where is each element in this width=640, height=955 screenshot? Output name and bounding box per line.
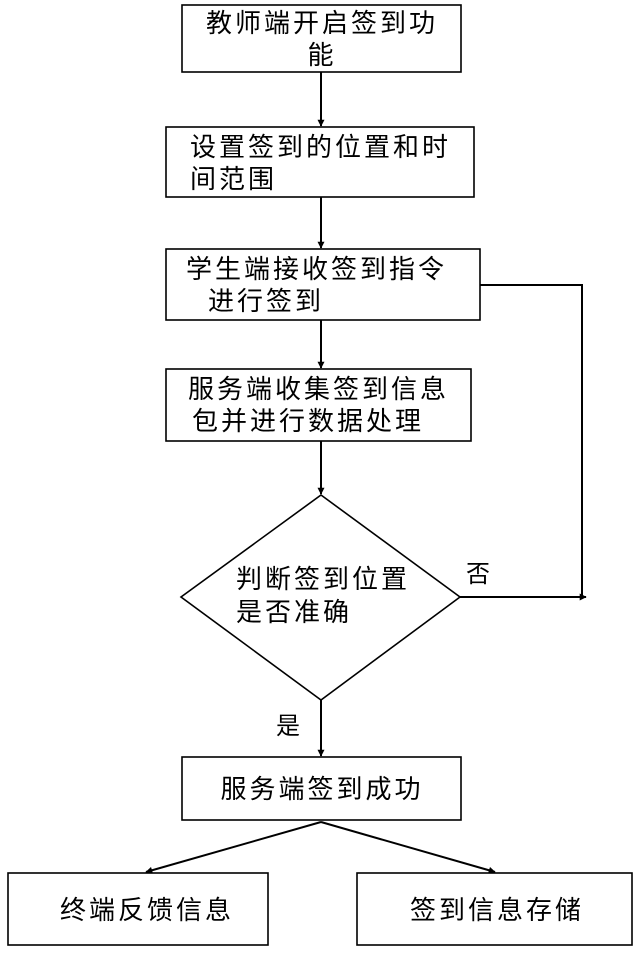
- arrow-server-success-to-terminal-feedback: [145, 821, 322, 874]
- node-set-range-line-2: 间范围: [190, 165, 277, 195]
- node-decision: 判断签到位置 是否准确: [179, 494, 462, 701]
- edge-label-no: 否: [466, 560, 490, 588]
- node-server-success: 服务端签到成功: [181, 756, 462, 821]
- node-start-line-2: 能: [307, 41, 336, 71]
- node-student-checkin-box: [165, 248, 481, 321]
- connector-student-checkin-return: [480, 284, 583, 597]
- node-server-success-box: [181, 756, 462, 821]
- node-terminal-feedback-line-1: 终端反馈信息: [60, 896, 234, 926]
- arrow-server-success-to-info-storage: [320, 821, 496, 874]
- node-start-line-1: 教师端开启签到功: [206, 9, 438, 39]
- node-server-collect: 服务端收集签到信息 包并进行数据处理: [165, 368, 472, 442]
- node-student-checkin-line-1: 学生端接收签到指令: [186, 255, 447, 285]
- node-info-storage: 签到信息存储: [356, 872, 633, 946]
- node-server-success-line-1: 服务端签到成功: [220, 775, 423, 805]
- node-info-storage-line-1: 签到信息存储: [410, 896, 584, 926]
- node-set-range: 设置签到的位置和时 间范围: [165, 126, 475, 198]
- node-set-range-line-1: 设置签到的位置和时: [190, 133, 451, 163]
- node-terminal-feedback: 终端反馈信息: [7, 872, 269, 946]
- node-start: 教师端开启签到功 能: [181, 4, 462, 73]
- node-student-checkin: 学生端接收签到指令 进行签到: [165, 248, 481, 321]
- node-start-box: [181, 4, 462, 73]
- node-terminal-feedback-box: [7, 872, 269, 946]
- node-decision-line-2: 是否准确: [236, 598, 352, 628]
- node-server-collect-box: [165, 368, 472, 442]
- node-decision-line-1: 判断签到位置: [236, 565, 410, 595]
- edge-label-yes: 是: [276, 712, 300, 740]
- node-server-collect-line-2: 包并进行数据处理: [192, 407, 424, 437]
- node-server-collect-line-1: 服务端收集签到信息: [188, 375, 449, 405]
- node-student-checkin-line-2: 进行签到: [208, 287, 324, 317]
- node-set-range-box: [165, 126, 475, 198]
- node-info-storage-box: [356, 872, 633, 946]
